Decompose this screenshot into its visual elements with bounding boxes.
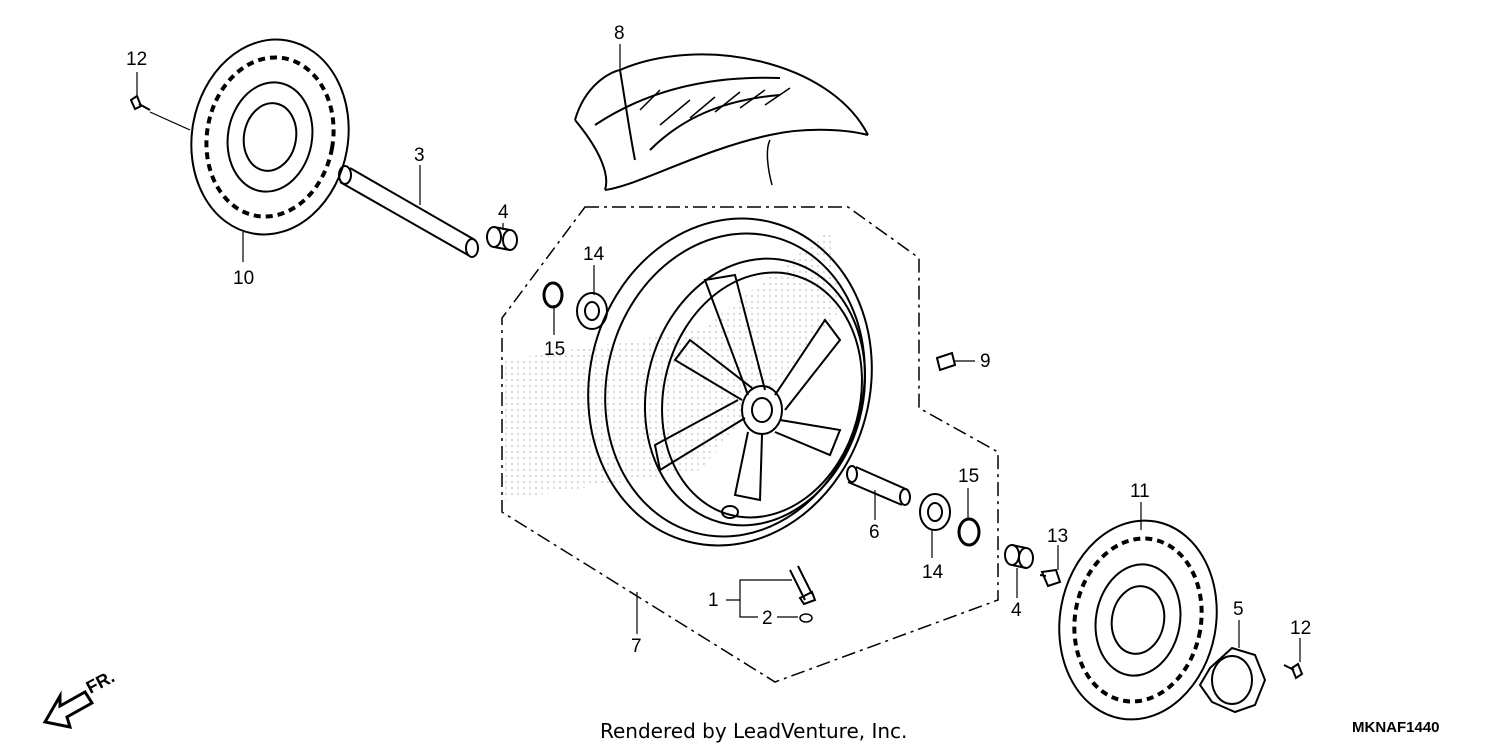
disc-plate	[1198, 646, 1267, 714]
callout-8: 8	[614, 23, 625, 44]
callout-3: 3	[414, 145, 425, 166]
callout-4-bottom: 4	[1011, 600, 1022, 621]
watermark	[505, 230, 840, 500]
valve	[789, 565, 817, 606]
callout-14-bottom: 14	[922, 562, 944, 583]
diagram-code: MKNAF1440	[1352, 719, 1440, 736]
callout-9: 9	[980, 351, 991, 372]
oil-seal-bottom	[957, 517, 981, 547]
bolt-right	[1283, 662, 1304, 680]
callout-4-top: 4	[498, 202, 509, 223]
distance-collar	[846, 465, 911, 506]
callout-2: 2	[762, 608, 773, 629]
callout-14-top: 14	[583, 244, 605, 265]
callout-12-top: 12	[126, 49, 148, 70]
oil-seal-top	[542, 281, 564, 309]
bearing-bottom	[919, 493, 951, 531]
collar-bottom	[1004, 544, 1034, 569]
balance-weight	[935, 351, 957, 372]
callout-12-bottom: 12	[1290, 618, 1312, 639]
callout-15-top: 15	[544, 339, 566, 360]
bolt-13	[1039, 568, 1062, 588]
callout-15-bottom: 15	[958, 466, 980, 487]
leader-lines	[136, 44, 1301, 662]
tire	[574, 53, 869, 191]
o-ring	[799, 613, 813, 623]
bearing-top	[576, 292, 608, 330]
bolt-top-left	[129, 94, 151, 111]
callout-11: 11	[1130, 481, 1150, 502]
brake-disc-left	[190, 38, 350, 236]
callout-6: 6	[869, 522, 880, 543]
wheel	[587, 217, 873, 547]
brake-disc-right	[1058, 519, 1218, 721]
front-direction-arrow	[42, 689, 95, 729]
render-credit: Rendered by LeadVenture, Inc.	[600, 719, 908, 743]
collar-top	[486, 226, 518, 251]
callout-7: 7	[631, 636, 642, 657]
callout-10: 10	[233, 268, 255, 289]
callout-1: 1	[708, 590, 719, 611]
assembly-outline	[501, 206, 999, 683]
callout-13: 13	[1047, 526, 1069, 547]
axle	[338, 165, 479, 258]
callout-5: 5	[1233, 599, 1244, 620]
